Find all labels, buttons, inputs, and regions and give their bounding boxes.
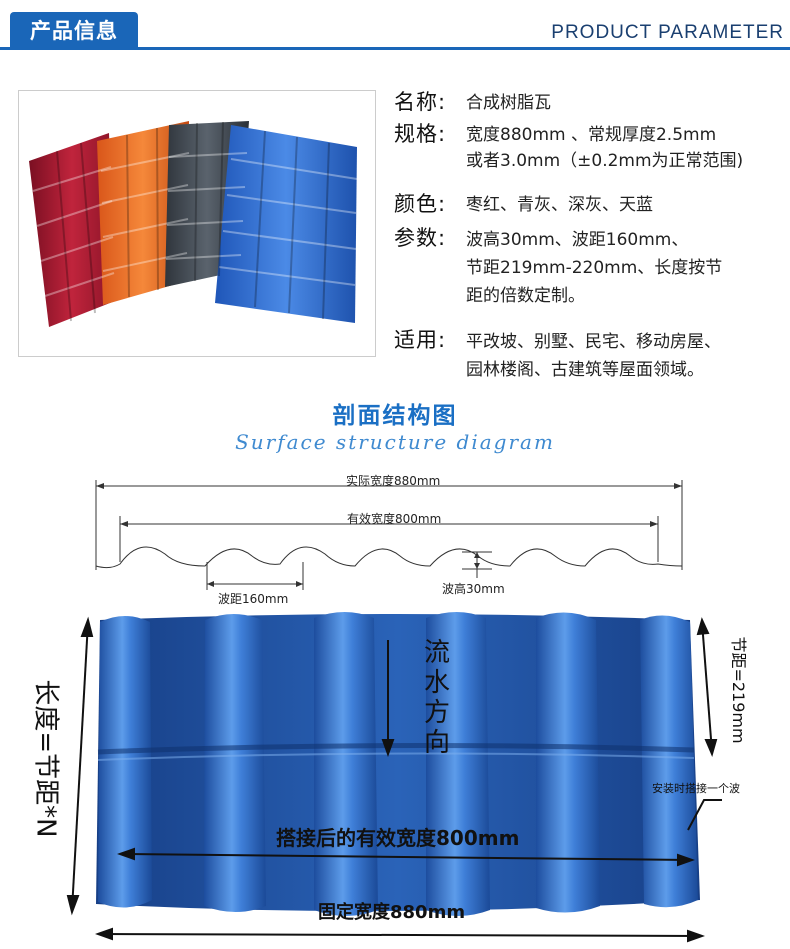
roof-tile-samples-image — [29, 121, 358, 327]
spec-line: 合成树脂瓦 — [466, 93, 551, 113]
spec-line: 平改坡、别墅、民宅、移动房屋、 — [466, 332, 721, 352]
spec-value: 合成树脂瓦 — [466, 90, 790, 116]
flow-char: 方 — [424, 698, 451, 728]
length-label: 长度=节距*N — [30, 679, 61, 838]
blue-tile-drawing — [66, 612, 722, 943]
spec-line: 枣红、青灰、深灰、天蓝 — [466, 195, 653, 215]
spec-line: 或者3.0mm（±0.2mm为正常范围) — [466, 151, 744, 171]
header-tab: 产品信息 — [10, 12, 138, 50]
section-title: 剖面结构图 — [332, 403, 458, 429]
cross-section-drawing — [95, 480, 683, 590]
spec-key: 规格: — [394, 122, 447, 146]
effective-width-after-overlap: 搭接后的有效宽度800mm — [276, 826, 520, 850]
spec-line: 波高30mm、波距160mm、 — [466, 230, 689, 250]
spec-line: 距的倍数定制。 — [466, 286, 585, 306]
pitch-label: 节距=219mm — [729, 636, 748, 744]
header-title-cn: 产品信息 — [30, 19, 118, 43]
flow-char: 流 — [424, 638, 451, 668]
flow-char: 向 — [424, 728, 451, 758]
header-title-en: PRODUCT PARAMETER — [551, 22, 784, 43]
spec-key: 颜色: — [394, 192, 447, 216]
overlap-note: 安装时搭接一个波 — [652, 782, 740, 795]
section-header: 产品信息 PRODUCT PARAMETER — [0, 0, 790, 68]
fixed-width-label: 固定宽度880mm — [318, 902, 466, 923]
spec-key: 名称: — [394, 90, 447, 114]
spec-line: 园林楼阁、古建筑等屋面领域。 — [466, 360, 704, 380]
product-photo — [18, 90, 376, 357]
header-rule — [0, 47, 790, 50]
spec-value: 宽度880mm 、常规厚度2.5mm 或者3.0mm（±0.2mm为正常范围) — [466, 122, 790, 174]
spec-line: 宽度880mm 、常规厚度2.5mm — [466, 125, 717, 145]
flow-char: 水 — [424, 668, 451, 698]
wave-height-label: 波高30mm — [442, 582, 505, 596]
spec-key: 适用: — [394, 328, 447, 352]
effective-width-label: 有效宽度800mm — [347, 512, 442, 526]
spec-key: 参数: — [394, 226, 447, 250]
section-subtitle: Surface structure diagram — [235, 430, 555, 454]
spec-value: 波高30mm、波距160mm、 节距219mm-220mm、长度按节 距的倍数定… — [466, 226, 790, 310]
spec-value: 平改坡、别墅、民宅、移动房屋、 园林楼阁、古建筑等屋面领域。 — [466, 328, 790, 384]
actual-width-label: 实际宽度880mm — [346, 474, 441, 488]
flow-direction-label: 流 水 方 向 — [424, 638, 450, 758]
wave-pitch-label: 波距160mm — [218, 592, 289, 606]
spec-line: 节距219mm-220mm、长度按节 — [466, 258, 723, 278]
spec-value: 枣红、青灰、深灰、天蓝 — [466, 192, 790, 218]
